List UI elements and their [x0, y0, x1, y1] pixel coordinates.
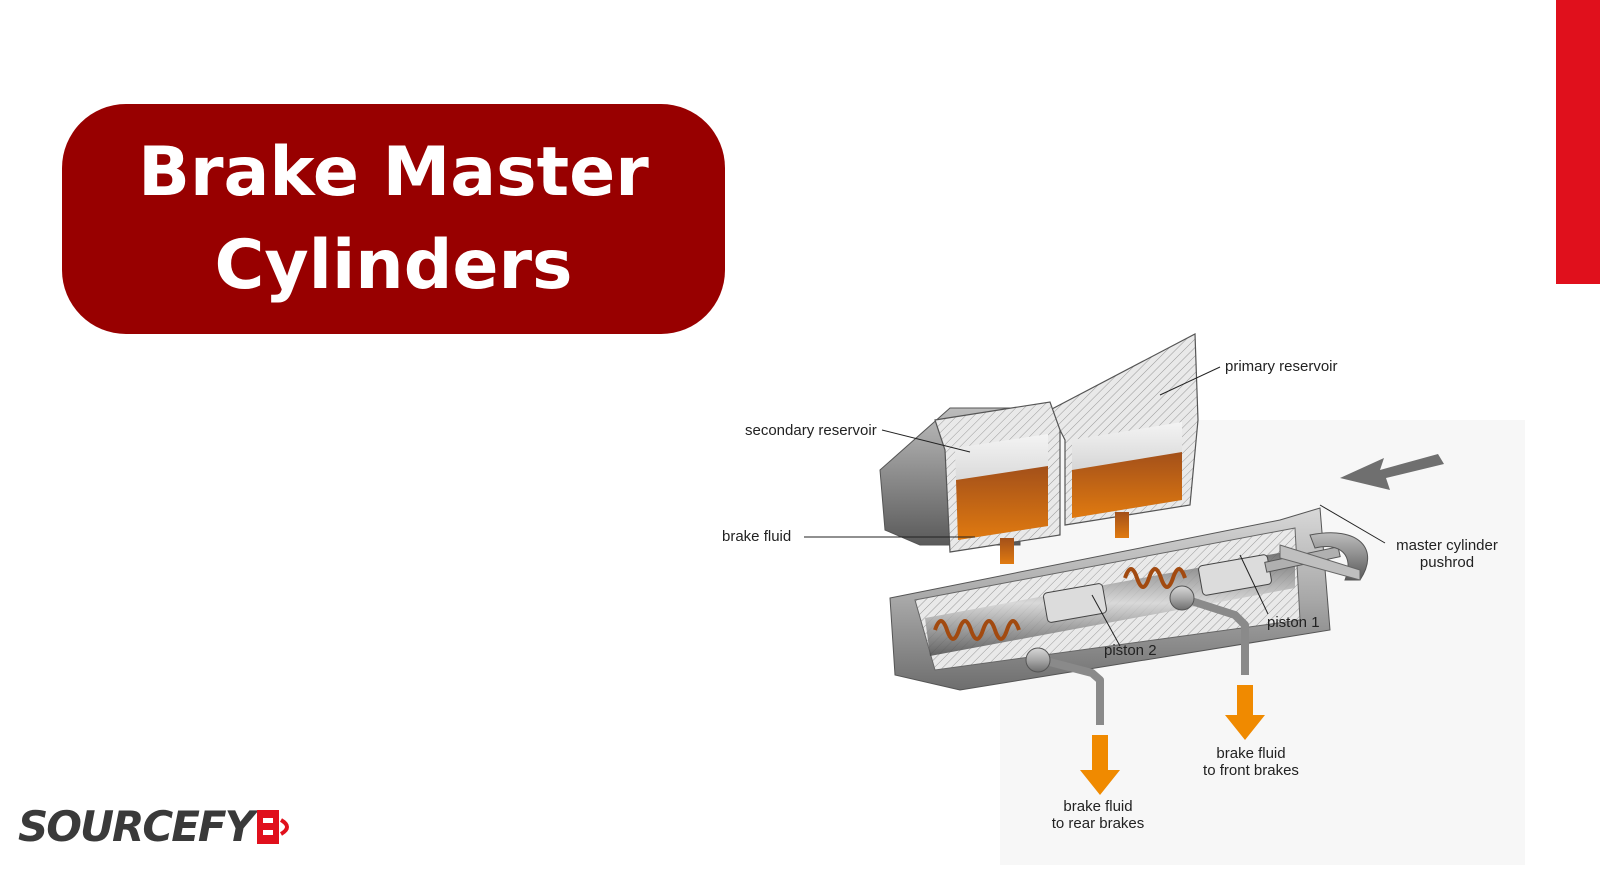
front-outlet-pipe [1180, 594, 1249, 675]
title-banner: Brake Master Cylinders [62, 104, 725, 334]
page-title: Brake Master Cylinders [138, 126, 649, 312]
label-rear-line-1: brake fluid [1063, 798, 1132, 815]
primary-spring [1123, 567, 1187, 589]
pushrod-flange [1279, 544, 1361, 581]
label-front-line-2: to front brakes [1203, 762, 1299, 779]
front-flow-arrow-icon [1225, 685, 1265, 740]
rear-flow-arrow-icon [1080, 735, 1120, 795]
brand-logo: SOURCEFY [18, 803, 295, 851]
primary-port [1115, 512, 1129, 538]
label-primary-reservoir: primary reservoir [1225, 358, 1338, 375]
label-secondary-reservoir: secondary reservoir [745, 422, 877, 439]
secondary-port [1000, 538, 1014, 564]
piston-2-body [1042, 583, 1108, 623]
primary-reservoir-fluid [1072, 452, 1182, 518]
label-pushrod-line-1: master cylinder [1396, 537, 1498, 554]
front-outlet-fitting [1169, 585, 1195, 611]
title-line-2: Cylinders [214, 226, 573, 305]
secondary-reservoir-fluid [956, 466, 1048, 540]
label-rear-line-2: to rear brakes [1052, 815, 1145, 832]
rear-outlet-pipe [1040, 656, 1104, 725]
push-direction-arrow-icon [1340, 454, 1444, 490]
label-piston-2: piston 2 [1104, 642, 1157, 659]
leader-lines [804, 366, 1386, 647]
rear-outlet-fitting [1025, 647, 1051, 673]
label-pushrod-line-2: pushrod [1420, 554, 1474, 571]
title-line-1: Brake Master [138, 133, 649, 212]
master-cylinder-diagram: primary reservoir secondary reservoir br… [722, 333, 1525, 865]
brand-mark-icon [257, 810, 289, 844]
accent-bar [1556, 0, 1600, 284]
label-piston-1: piston 1 [1267, 614, 1320, 631]
label-brake-fluid: brake fluid [722, 528, 791, 545]
secondary-spring [933, 619, 1021, 641]
label-front-line-1: brake fluid [1216, 745, 1285, 762]
brand-name: SOURCEFY [18, 802, 255, 851]
